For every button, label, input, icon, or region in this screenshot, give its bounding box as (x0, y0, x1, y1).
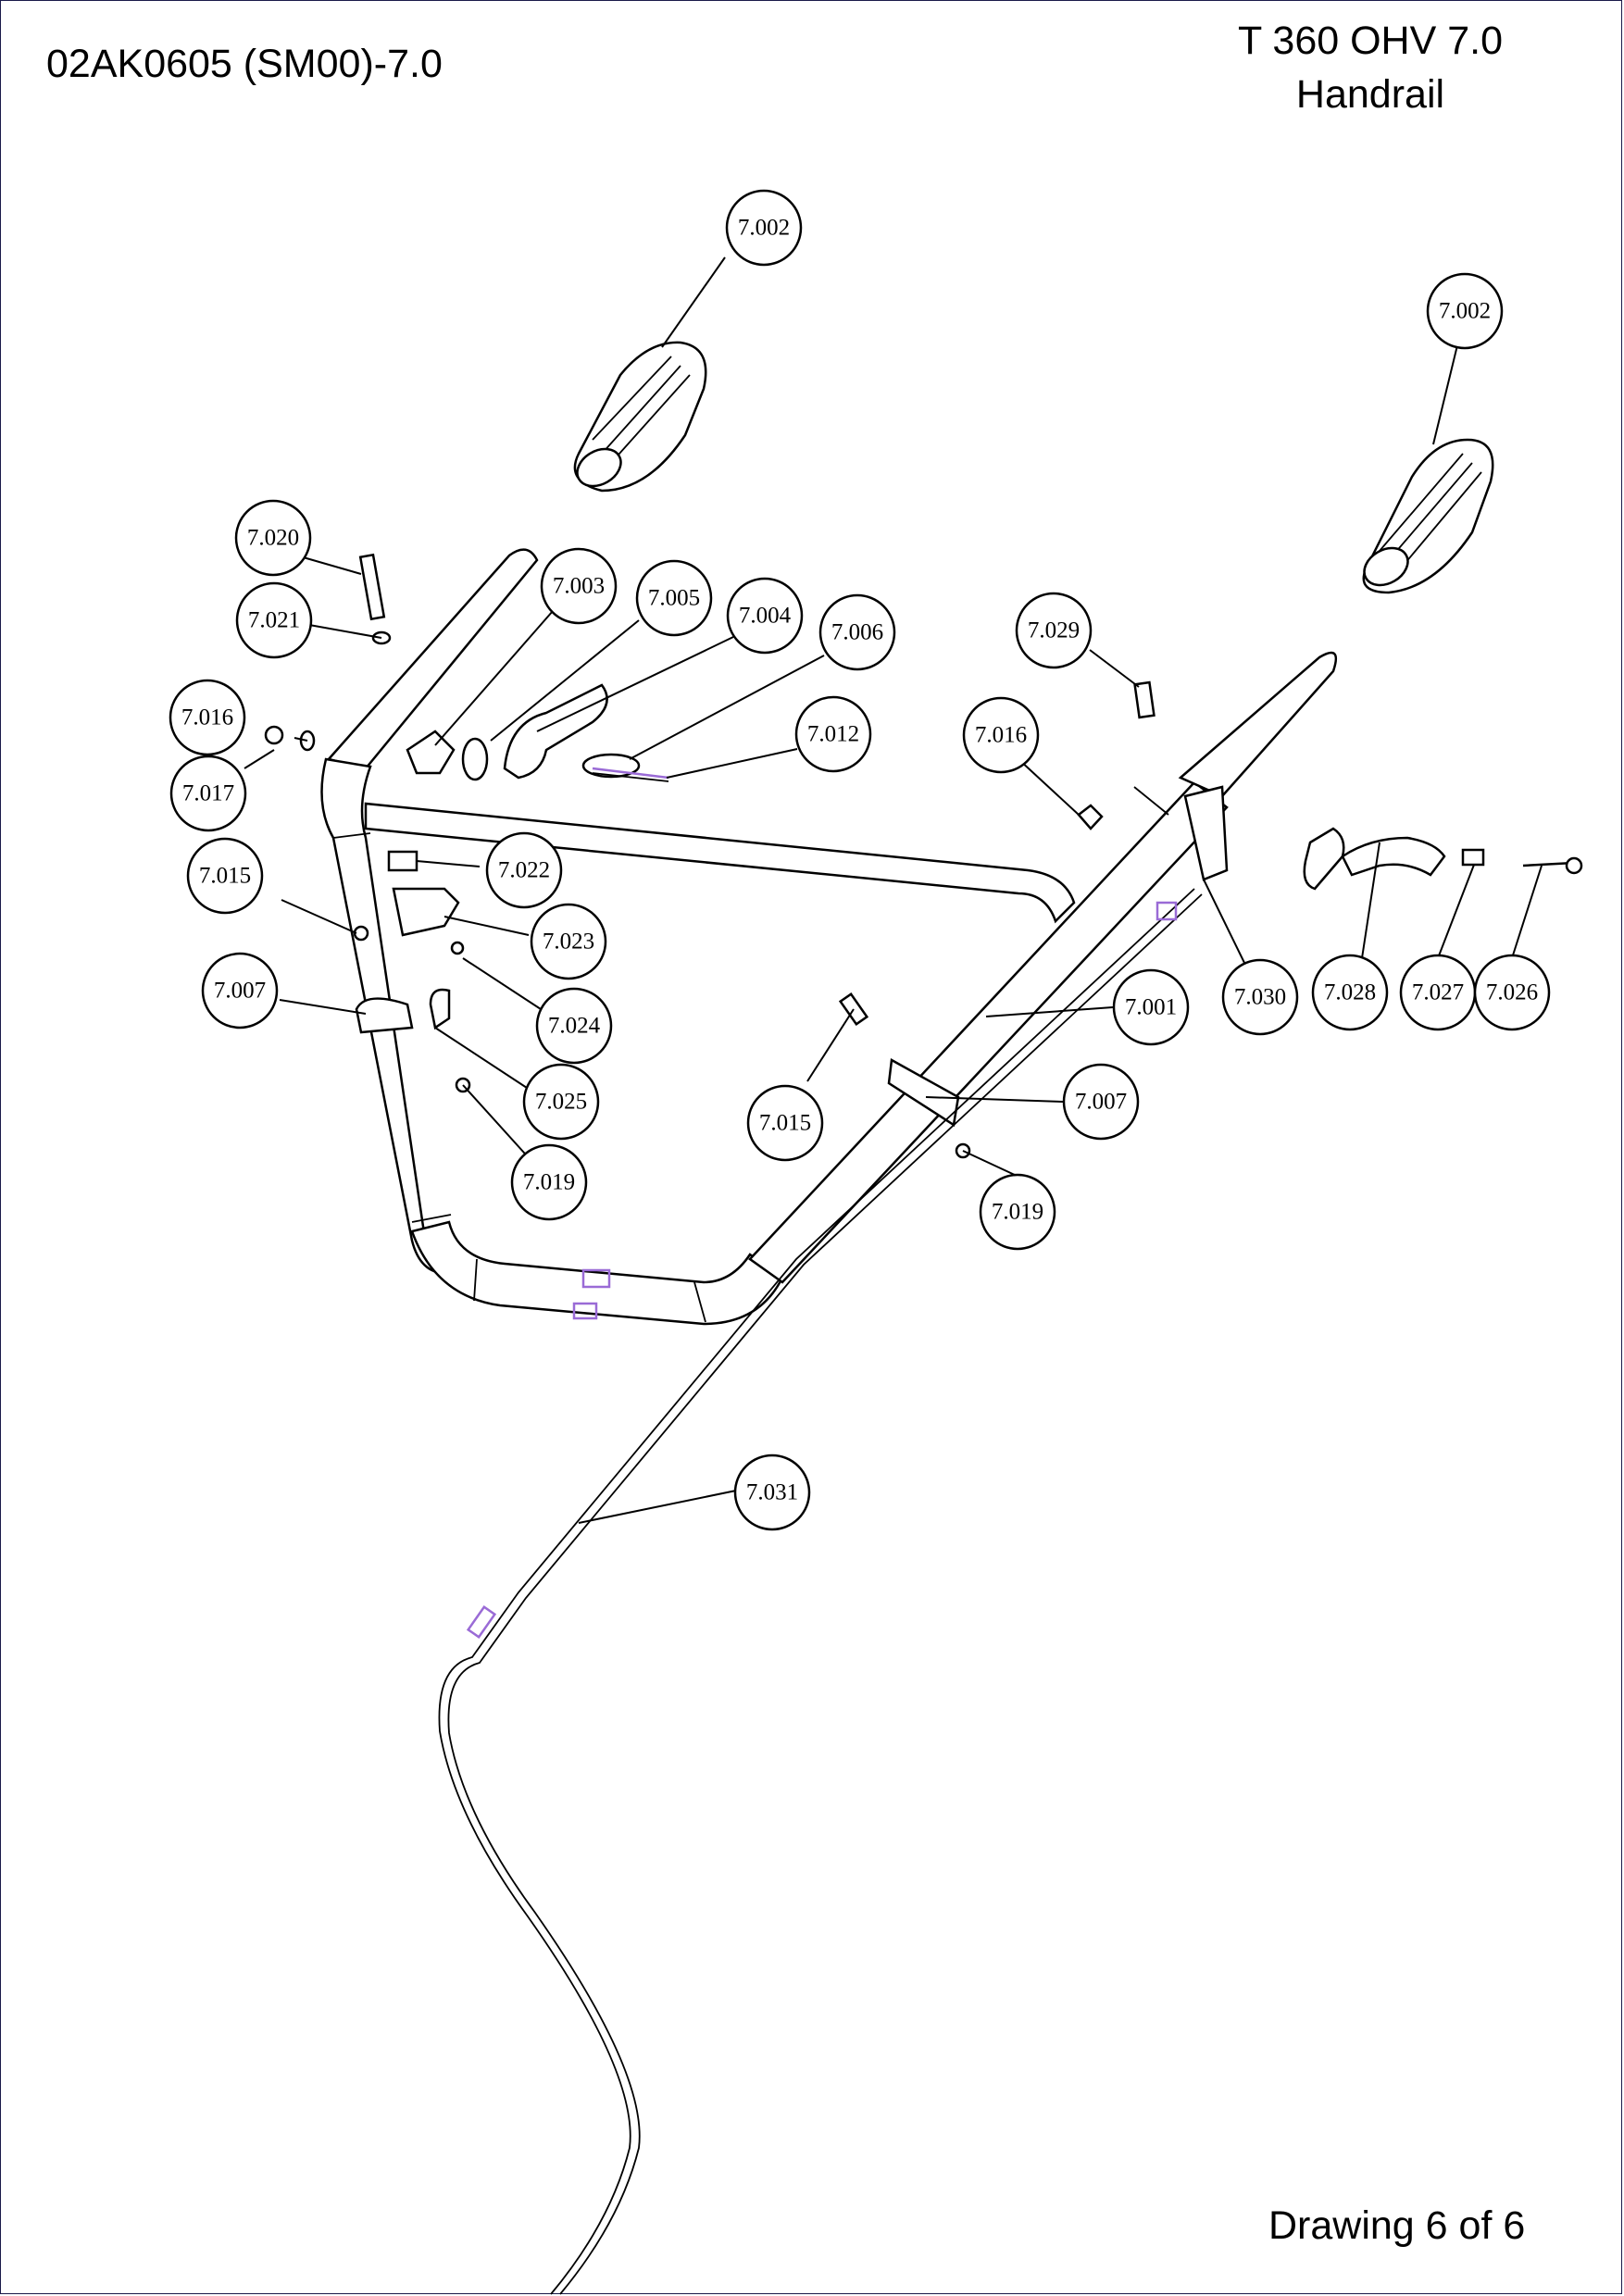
callout-label: 7.017 (182, 781, 234, 806)
callout-label: 7.020 (247, 526, 299, 551)
callout-7015-left: 7.015 (186, 837, 264, 915)
callout-7030: 7.030 (1221, 958, 1299, 1036)
callout-7004: 7.004 (726, 577, 804, 655)
callout-label: 7.007 (1075, 1090, 1127, 1115)
callout-label: 7.004 (739, 604, 792, 629)
page-indicator: Drawing 6 of 6 (1268, 2203, 1526, 2248)
callout-7028: 7.028 (1311, 954, 1389, 1031)
callout-label: 7.006 (831, 620, 883, 645)
callout-label: 7.016 (181, 705, 233, 730)
callout-7015-right: 7.015 (746, 1084, 824, 1162)
callout-label: 7.002 (738, 216, 790, 241)
callout-7003: 7.003 (540, 547, 618, 625)
grip-right (1362, 438, 1494, 594)
callout-7023: 7.023 (530, 903, 607, 980)
callout-7026: 7.026 (1473, 954, 1551, 1031)
grip-left (573, 341, 707, 493)
leader-lines (244, 256, 1543, 1524)
callout-7019-left: 7.019 (510, 1143, 588, 1221)
callout-label: 7.001 (1125, 995, 1177, 1020)
callout-7031: 7.031 (733, 1454, 811, 1531)
callout-7007-right: 7.007 (1062, 1063, 1140, 1141)
callout-label: 7.022 (498, 858, 550, 883)
callout-7001: 7.001 (1112, 968, 1190, 1046)
callout-label: 7.015 (199, 864, 251, 889)
small-hardware (264, 553, 1583, 1159)
callout-7006: 7.006 (818, 593, 896, 671)
callout-label: 7.005 (648, 586, 700, 611)
document-code: 02AK0605 (SM00)-7.0 (46, 42, 443, 86)
callout-label: 7.030 (1234, 985, 1286, 1010)
callout-7016-right: 7.016 (962, 696, 1040, 774)
callout-label: 7.019 (992, 1200, 1043, 1225)
handrail-frame (320, 548, 1338, 1326)
callout-7020: 7.020 (234, 499, 312, 577)
callout-label: 7.016 (975, 723, 1027, 748)
callout-label: 7.007 (214, 979, 266, 1004)
callout-label: 7.028 (1324, 980, 1376, 1005)
callout-label: 7.002 (1439, 299, 1491, 324)
callout-7019-right: 7.019 (979, 1173, 1056, 1251)
callout-label: 7.023 (543, 930, 594, 955)
callout-7029: 7.029 (1015, 592, 1093, 669)
callout-label: 7.025 (535, 1090, 587, 1115)
callout-7025: 7.025 (522, 1063, 600, 1141)
callout-label: 7.026 (1486, 980, 1538, 1005)
callout-7017: 7.017 (169, 755, 247, 832)
model-title: T 360 OHV 7.0 (1237, 19, 1504, 63)
callout-label: 7.015 (759, 1111, 811, 1136)
callout-label: 7.003 (553, 574, 605, 599)
callout-7012: 7.012 (794, 695, 872, 773)
callout-label: 7.019 (523, 1170, 575, 1195)
callout-label: 7.029 (1028, 618, 1080, 643)
callout-7002-left: 7.002 (725, 189, 803, 267)
section-subtitle: Handrail (1295, 72, 1445, 117)
callout-label: 7.027 (1412, 980, 1464, 1005)
callouts: 7.002 7.002 7.020 7.021 7.003 7.005 7.00… (169, 189, 1551, 1531)
callout-7005: 7.005 (635, 559, 713, 637)
callout-label: 7.021 (248, 608, 300, 633)
callout-7027: 7.027 (1399, 954, 1477, 1031)
control-cable (438, 888, 1203, 2295)
callout-7022: 7.022 (485, 831, 563, 909)
callout-label: 7.012 (807, 722, 859, 747)
callout-7021: 7.021 (235, 581, 313, 659)
callout-7016-left: 7.016 (169, 679, 246, 756)
callout-label: 7.031 (746, 1480, 798, 1505)
callout-7024: 7.024 (535, 987, 613, 1065)
callout-7002-right: 7.002 (1426, 272, 1504, 350)
callout-7007-left: 7.007 (201, 952, 279, 1029)
callout-label: 7.024 (548, 1014, 601, 1039)
